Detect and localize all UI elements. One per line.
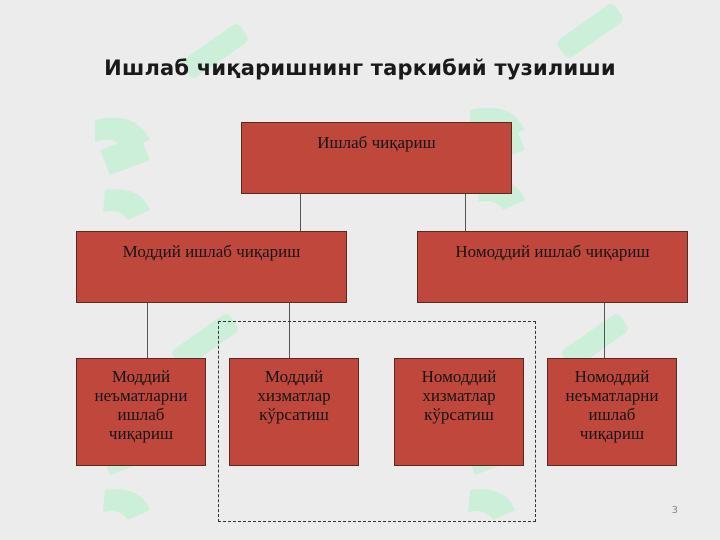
node-label: Моддий хизматлар кўрсатиш [257,367,331,424]
root-node: Ишлаб чиқариш [241,122,512,194]
dashed-group-services [218,321,536,522]
node-label: Номоддий хизматлар кўрсатиш [421,367,497,424]
page-number: 3 [671,505,678,516]
node-label: Моддий неъматларни ишлаб чиқариш [94,367,188,443]
node-label: Номоддий неъматларни ишлаб чиқариш [565,367,659,443]
connector-line [604,302,605,358]
node-label: Ишлаб чиқариш [317,133,436,152]
node-label: Моддий ишлаб чиқариш [122,242,301,261]
node-nonmaterial-services: Номоддий хизматлар кўрсатиш [394,358,524,466]
node-material-services: Моддий хизматлар кўрсатиш [229,358,359,466]
node-material-production: Моддий ишлаб чиқариш [76,231,347,303]
node-material-goods: Моддий неъматларни ишлаб чиқариш [76,358,206,466]
node-nonmaterial-production: Номоддий ишлаб чиқариш [417,231,688,303]
page-title: Ишлаб чиқаришнинг таркибий тузилиши [104,56,616,80]
connector-line [289,302,290,358]
node-label: Номоддий ишлаб чиқариш [455,242,650,261]
connector-line [300,194,301,232]
connector-line [465,194,466,232]
node-nonmaterial-goods: Номоддий неъматларни ишлаб чиқариш [547,358,677,466]
connector-line [147,302,148,358]
